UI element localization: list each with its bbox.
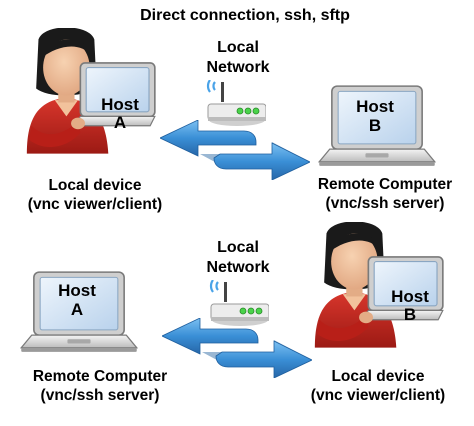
network-label-line2: Network: [206, 259, 269, 276]
caption-remote-computer: Remote Computer: [33, 368, 167, 385]
host-b-label-line2: B: [404, 305, 416, 324]
caption-remote-computer: Remote Computer: [318, 176, 452, 193]
host-b-label-line1: Host: [391, 287, 429, 306]
network-label-line2: Network: [206, 59, 269, 76]
host-b-label-line1: Host: [356, 97, 394, 116]
router-icon: [209, 280, 269, 328]
network-label-line1: Local: [217, 39, 259, 56]
host-a-label-line1: Host: [101, 95, 139, 114]
host-a-label-line2: A: [114, 113, 126, 132]
panel-top: Host A Local Network Host B Local device…: [26, 28, 452, 213]
caption-local-device-sub: (vnc viewer/client): [311, 387, 445, 404]
person-icon: [26, 28, 156, 155]
panel-bottom: Local Network Host A Host B Remote Compu…: [20, 222, 445, 404]
host-a-label-line2: A: [71, 300, 83, 319]
bidirectional-arrow-icon: [162, 318, 312, 378]
bidirectional-arrow-icon: [160, 120, 310, 180]
network-label-line1: Local: [217, 239, 259, 256]
caption-remote-computer-sub: (vnc/ssh server): [41, 387, 160, 404]
caption-local-device: Local device: [331, 368, 424, 385]
host-a-label-line1: Host: [58, 281, 96, 300]
diagram-title: Direct connection, ssh, sftp: [140, 7, 350, 24]
caption-local-device-sub: (vnc viewer/client): [28, 196, 162, 213]
caption-local-device: Local device: [48, 177, 141, 194]
router-icon: [206, 80, 266, 128]
caption-remote-computer-sub: (vnc/ssh server): [326, 195, 445, 212]
person-icon: [314, 222, 444, 349]
host-b-label-line2: B: [369, 116, 381, 135]
